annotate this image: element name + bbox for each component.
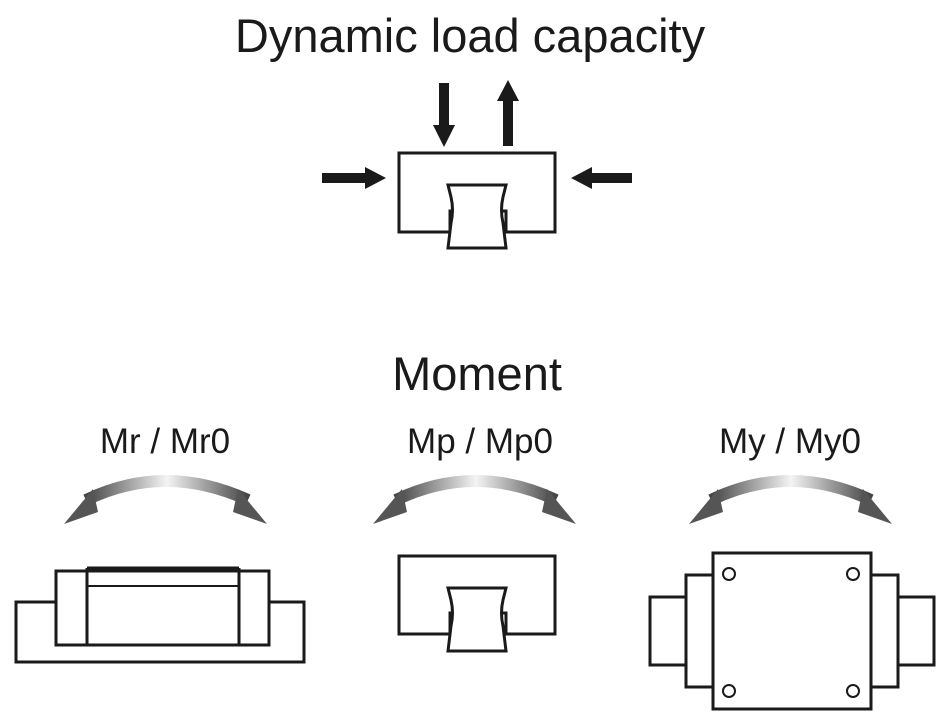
arrow-right-icon: [322, 167, 386, 189]
moment-arrow-my-icon: [689, 475, 892, 524]
arrow-up-icon: [497, 80, 519, 146]
label-mr: Mr / Mr0: [99, 422, 231, 461]
label-my: My / My0: [719, 422, 861, 461]
bolt-hole-icon: [722, 684, 736, 698]
mp-rail-profile: [446, 586, 508, 653]
arrow-left-icon: [571, 167, 632, 189]
mr-carriage: [54, 569, 271, 647]
my-endcap-right: [869, 573, 900, 689]
title-moment: Moment: [392, 347, 562, 400]
moment-arrow-mr-icon: [64, 475, 267, 524]
my-figure: [648, 551, 936, 711]
rail-profile: [446, 183, 508, 250]
mr-figure: [14, 566, 306, 664]
bolt-hole-icon: [722, 567, 736, 581]
bolt-hole-icon: [846, 567, 860, 581]
my-rail-left: [648, 595, 688, 667]
my-carriage-top: [711, 551, 873, 711]
mp-figure: [397, 554, 557, 653]
label-mp: Mp / Mp0: [407, 422, 553, 461]
moment-arrow-mp-icon: [373, 475, 576, 524]
title-dynamic-load-capacity: Dynamic load capacity: [234, 9, 706, 62]
bolt-hole-icon: [846, 684, 860, 698]
arrow-down-icon: [433, 83, 455, 147]
my-endcap-left: [684, 573, 715, 689]
my-rail-right: [896, 595, 936, 667]
dynamic-load-figure: [322, 80, 632, 250]
